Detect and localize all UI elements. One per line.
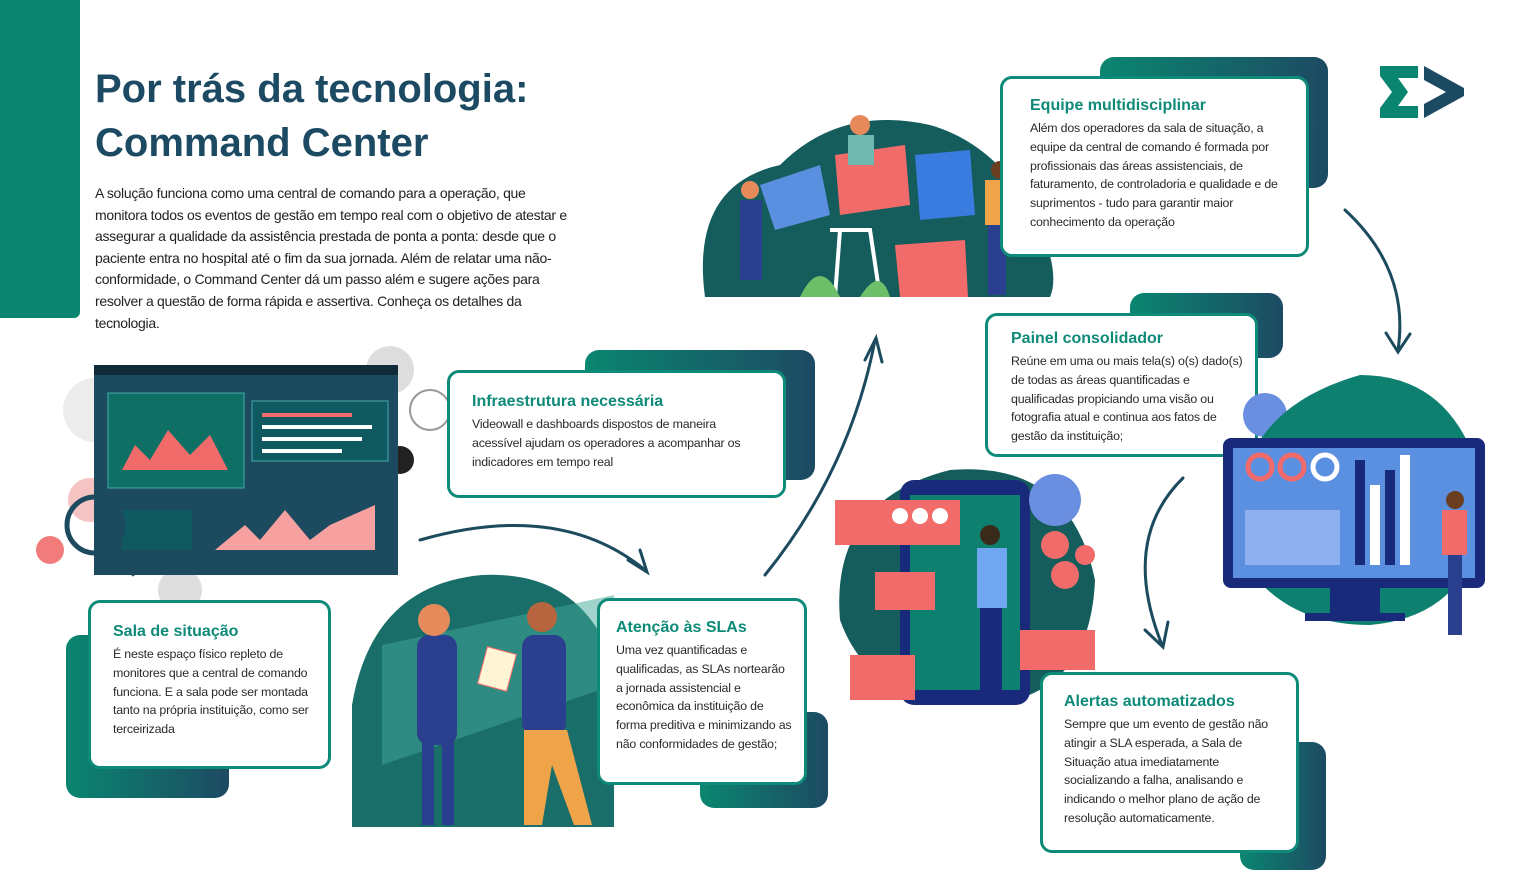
dashboard-monitor-illustration <box>36 346 451 612</box>
card-text: Reúne em uma ou mais tela(s) o(s) dado(s… <box>1011 354 1243 444</box>
analyst-monitor-illustration <box>1223 375 1485 635</box>
card-text: Além dos operadores da sala de situação,… <box>1030 121 1278 229</box>
card-title: Atenção às SLAs <box>616 619 747 636</box>
arrow-icon <box>418 523 647 572</box>
card-painel-consolidador: Painel consolidador Reúne em uma ou mais… <box>985 313 1258 457</box>
arrow-icon <box>763 338 877 577</box>
card-atencao-slas: Atenção às SLAs Uma vez quantificadas e … <box>597 598 807 785</box>
page-title: Por trás da tecnologia: Command Center <box>95 62 528 170</box>
card-title: Alertas automatizados <box>1064 693 1235 710</box>
card-title: Painel consolidador <box>1011 330 1164 347</box>
card-text: Uma vez quantificadas e qualificadas, as… <box>616 643 792 751</box>
accent-bar <box>0 0 80 318</box>
card-equipe-multidisciplinar: Equipe multidisciplinar Além dos operado… <box>1000 76 1309 257</box>
card-title: Sala de situação <box>113 623 239 640</box>
card-text: Videowall e dashboards dispostos de mane… <box>472 417 741 469</box>
card-alertas-automatizados: Alertas automatizados Sempre que um even… <box>1040 672 1299 853</box>
card-title: Infraestrutura necessária <box>472 393 664 410</box>
card-text: É neste espaço físico repleto de monitor… <box>113 647 309 737</box>
arrow-icon <box>1143 476 1185 647</box>
intro-paragraph: A solução funciona como uma central de c… <box>95 185 567 331</box>
mobile-alerts-illustration <box>835 469 1095 705</box>
card-text: Sempre que um evento de gestão não ating… <box>1064 717 1268 825</box>
title-line-2: Command Center <box>95 121 429 165</box>
people-clipboard-illustration <box>352 574 614 827</box>
title-line-1: Por trás da tecnologia: <box>95 67 529 111</box>
card-infraestrutura: Infraestrutura necessária Videowall e da… <box>447 370 786 498</box>
logo-icon <box>1380 66 1464 118</box>
card-sala-de-situacao: Sala de situação É neste espaço físico r… <box>88 600 331 769</box>
arrow-icon <box>1343 208 1402 352</box>
card-title: Equipe multidisciplinar <box>1030 97 1207 114</box>
